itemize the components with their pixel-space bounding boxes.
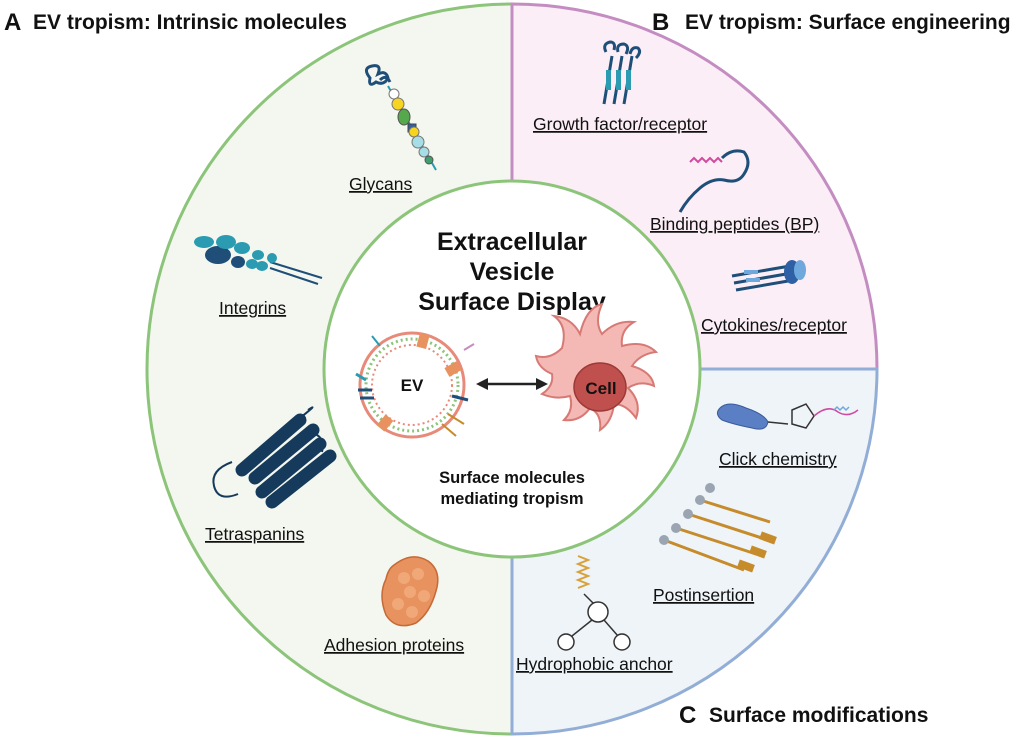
click-chemistry-label: Click chemistry [719, 449, 837, 469]
adhesion-protein-icon [381, 556, 439, 627]
section-c-title: Surface modifications [709, 704, 928, 727]
section-a-title: EV tropism: Intrinsic molecules [33, 11, 347, 34]
growth-factor-receptor-icon [602, 40, 642, 105]
integrin-icon [194, 235, 323, 285]
postinsertion-label: Postinsertion [653, 585, 754, 605]
tetraspanin-icon [212, 406, 337, 509]
integrins-label: Integrins [219, 298, 286, 318]
ev-label: EV [401, 376, 424, 395]
section-c-letter: C [679, 702, 696, 729]
cytokine-receptor-icon [731, 260, 806, 292]
postinsertion-icon [659, 483, 777, 573]
center-subtitle-line1: Surface molecules [439, 469, 585, 487]
growth-factor-label: Growth factor/receptor [533, 114, 707, 134]
binding-peptides-label: Binding peptides (BP) [650, 214, 819, 234]
center-title-line2: Vesicle [470, 258, 555, 286]
hydrophobic-anchor-icon [557, 555, 631, 651]
glycan-icon [365, 64, 437, 171]
section-b-title: EV tropism: Surface engineering [685, 11, 1011, 34]
click-chemistry-icon [716, 403, 859, 430]
ev-vesicle-icon [355, 331, 475, 439]
cytokines-label: Cytokines/receptor [701, 315, 847, 335]
center-subtitle-line2: mediating tropism [440, 490, 583, 508]
cell-icon [534, 302, 659, 433]
section-a-letter: A [4, 9, 21, 36]
center-circle [322, 179, 702, 559]
glycans-label: Glycans [349, 174, 412, 194]
double-arrow-icon [476, 378, 548, 390]
center-title-line1: Extracellular [437, 228, 587, 256]
binding-peptide-icon [678, 149, 750, 213]
hydrophobic-anchor-label: Hydrophobic anchor [516, 654, 673, 674]
tetraspanins-label: Tetraspanins [205, 524, 304, 544]
adhesion-label: Adhesion proteins [324, 635, 464, 655]
cell-label: Cell [585, 379, 616, 398]
center-title-line3: Surface Display [418, 288, 606, 316]
section-b-letter: B [652, 9, 669, 36]
